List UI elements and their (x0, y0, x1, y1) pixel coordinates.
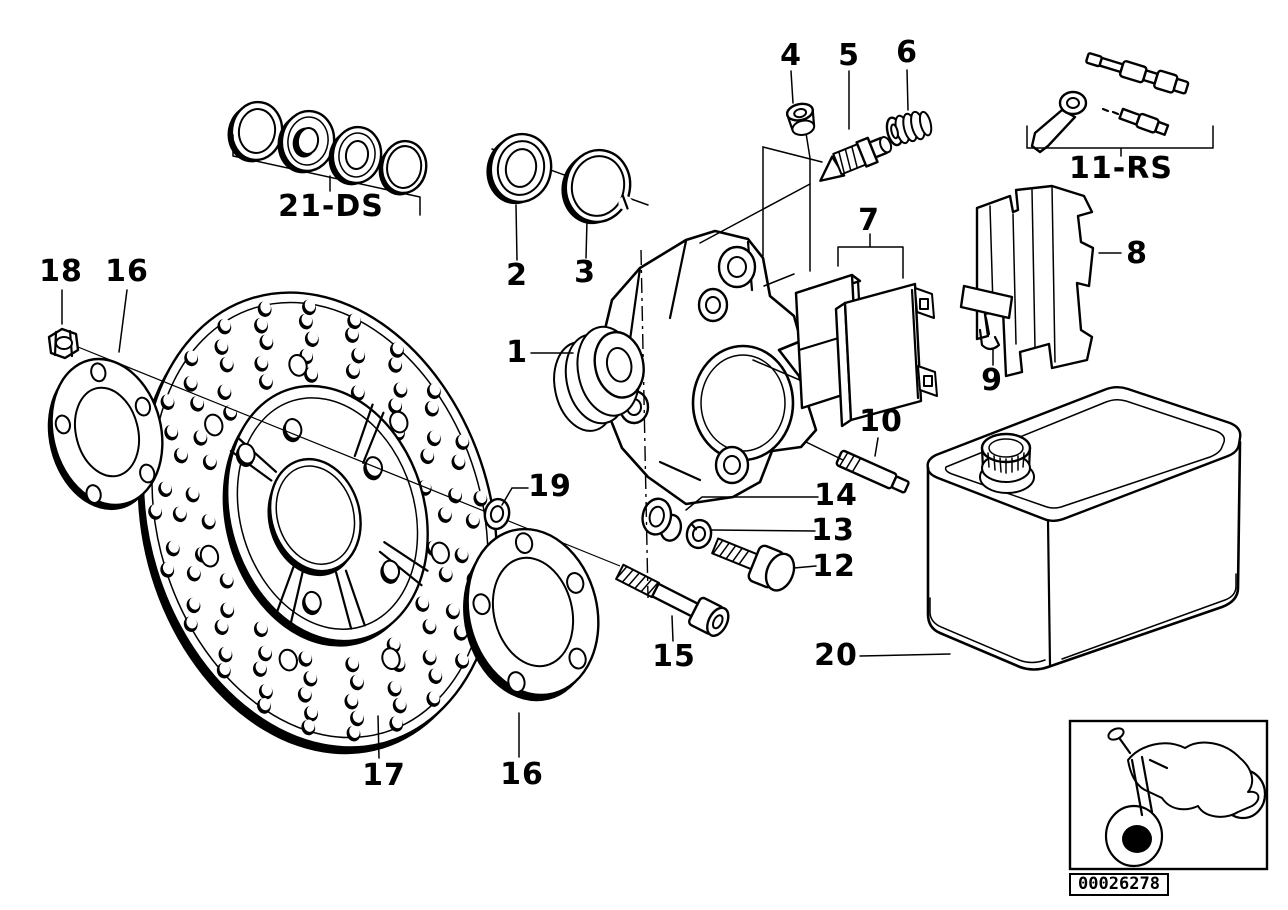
flange-holes (472, 532, 587, 693)
seal-kit-21ds (227, 100, 428, 196)
bleeder-valve-5 (819, 136, 893, 182)
mounting-flange-top (47, 357, 164, 511)
callout-16-top: 16 (105, 254, 149, 289)
callout-4: 4 (780, 38, 802, 73)
callout-leader-lines (61, 69, 1214, 759)
kit-dots (1101, 107, 1120, 116)
callout-10: 10 (859, 404, 903, 439)
threaded-bushing-6 (885, 110, 933, 147)
callout-8: 8 (1126, 236, 1148, 271)
hex-nut (47, 327, 80, 360)
callout-6: 6 (896, 35, 918, 70)
callout-2: 2 (506, 258, 528, 293)
callout-7: 7 (858, 203, 880, 238)
brake-pad-outer (834, 282, 938, 428)
pad-retaining-clip-8 (959, 184, 1095, 378)
motorcycle-icon (1104, 727, 1267, 868)
bushing-14 (641, 497, 683, 542)
disc-hub (222, 384, 429, 647)
anti-rattle-spring-9 (978, 316, 1001, 351)
piston-seal-ring-2 (486, 132, 553, 205)
kit-lever (1030, 90, 1088, 154)
kit-pin-long (1085, 52, 1190, 95)
hex-bolt-12 (711, 537, 796, 592)
washer-19 (483, 497, 511, 531)
brake-caliper (553, 229, 818, 506)
flange-holes (54, 362, 156, 504)
mounting-flange-bottom (463, 527, 600, 702)
motorcycle-thumbnail (1068, 719, 1269, 871)
piston-boot (553, 325, 645, 432)
callout-3: 3 (574, 255, 596, 290)
callout-13: 13 (811, 513, 855, 548)
caliper-mount-holes (618, 245, 757, 485)
callout-5: 5 (838, 38, 860, 73)
callout-12: 12 (812, 549, 856, 584)
socket-bolt-15 (615, 563, 730, 637)
callout-15: 15 (652, 639, 696, 674)
brake-disc (137, 291, 499, 755)
hub-bolt-holes (235, 418, 401, 616)
callout-16-bottom: 16 (500, 757, 544, 792)
callout-19: 19 (528, 469, 572, 504)
snap-ring-3 (561, 148, 633, 225)
callout-14: 14 (814, 478, 858, 513)
assembly-alignment-lines (699, 132, 844, 461)
repair-kit-11rs (1030, 52, 1190, 154)
callout-18: 18 (39, 254, 83, 289)
callout-17: 17 (362, 758, 406, 793)
callout-9: 9 (981, 363, 1003, 398)
brake-pads (794, 273, 938, 428)
dust-cap-4 (785, 102, 816, 136)
callout-20: 20 (814, 638, 858, 673)
caliper-centerline (640, 249, 649, 599)
doc-number-box: 00026278 (1069, 873, 1169, 896)
lock-washer-13 (685, 518, 713, 550)
brake-fluid-can (926, 386, 1242, 671)
callout-1: 1 (506, 335, 528, 370)
callout-11-rs: 11-RS (1069, 151, 1173, 186)
callout-21-ds: 21-DS (278, 189, 384, 224)
kit-pin-short (1118, 107, 1170, 136)
can-cap (979, 432, 1035, 494)
